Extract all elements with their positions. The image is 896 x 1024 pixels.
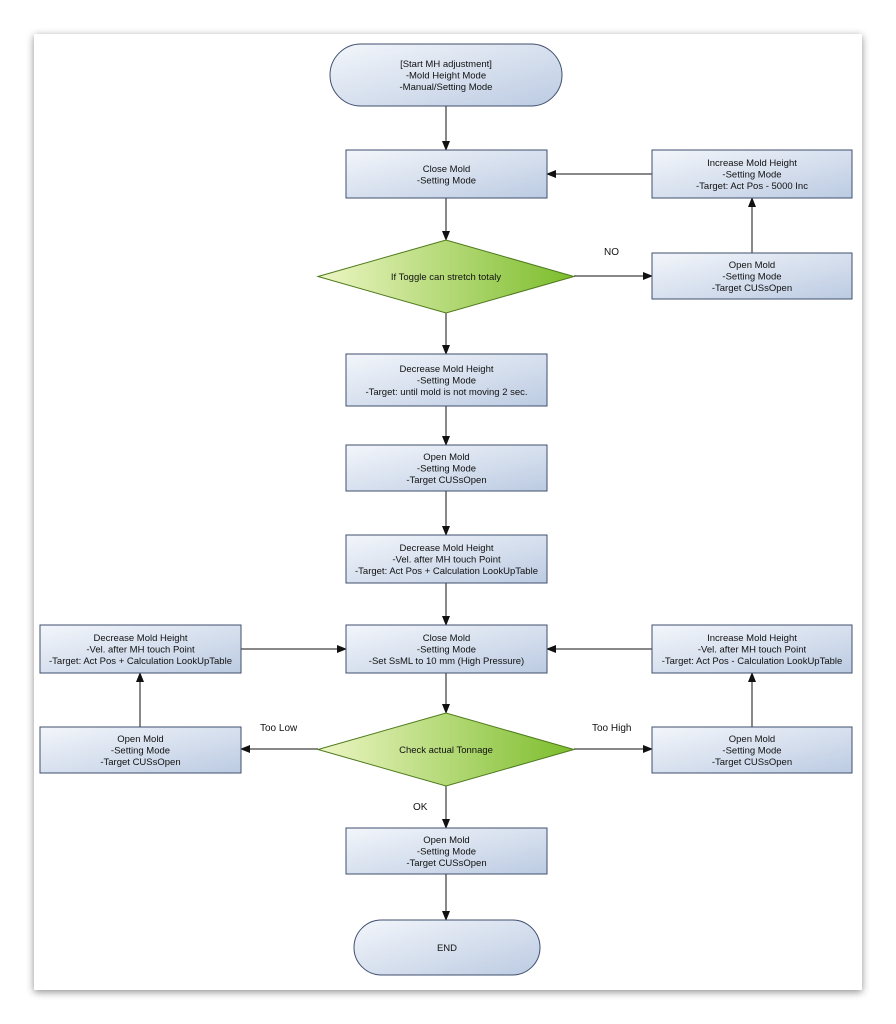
node-text-line: -Target: Act Pos - Calculation LookUpTab… (662, 656, 843, 667)
connector-arrows (136, 106, 756, 921)
node-text-line: -Target: Act Pos - 5000 Inc (696, 181, 808, 192)
process-box (651, 149, 853, 199)
node-text-line: Open Mold (117, 734, 163, 745)
node-decision-tonnage: Check actual Tonnage (316, 712, 576, 787)
process-box (345, 827, 548, 875)
node-text-line: -Vel. after MH touch Point (86, 645, 195, 656)
process-box (39, 624, 242, 674)
terminator-shape (353, 919, 541, 976)
process-box (651, 726, 853, 774)
node-decision-toggle: If Toggle can stretch totaly (316, 239, 576, 314)
node-text-line: Decrease Mold Height (94, 633, 188, 644)
node-text-line: -Mold Height Mode (406, 71, 486, 82)
node-text-line: Decrease Mold Height (400, 364, 494, 375)
node-text-line: -Target CUSsOpen (406, 858, 486, 869)
edge-label-too-low: Too Low (260, 723, 298, 734)
node-text-line: -Setting Mode (722, 272, 781, 283)
node-open-mold-right: Open Mold-Setting Mode-Target CUSsOpen (651, 726, 853, 774)
node-open-mold-left: Open Mold-Setting Mode-Target CUSsOpen (39, 726, 242, 774)
node-close-mold-1: Close Mold-Setting Mode (345, 149, 548, 199)
node-text-line: -Setting Mode (722, 746, 781, 757)
node-text-line: Open Mold (729, 734, 775, 745)
node-text-line: -Setting Mode (417, 175, 476, 186)
node-text-line: -Setting Mode (417, 464, 476, 475)
process-box (39, 726, 242, 774)
node-text-line: -Setting Mode (111, 746, 170, 757)
process-box (345, 624, 548, 674)
edge-label-ok: OK (413, 802, 428, 813)
edge-labels: NO Too Low Too High OK (260, 247, 631, 813)
node-text-line: -Setting Mode (722, 170, 781, 181)
process-box (651, 252, 853, 300)
process-box (651, 624, 853, 674)
node-decrease-mh-left: Decrease Mold Height-Vel. after MH touch… (39, 624, 242, 674)
process-box (345, 149, 548, 199)
node-text-line: -Setting Mode (417, 645, 476, 656)
decision-diamond (316, 712, 576, 787)
node-text-line: -Target CUSsOpen (712, 757, 792, 768)
edge-label-no: NO (604, 247, 619, 258)
node-text-line: Close Mold (423, 633, 471, 644)
node-text-line: -Target CUSsOpen (406, 475, 486, 486)
node-text-line: -Target CUSsOpen (712, 283, 792, 294)
node-text-line: Open Mold (729, 260, 775, 271)
process-box (345, 444, 548, 492)
node-text-line: Increase Mold Height (707, 158, 797, 169)
node-text-line: END (437, 943, 457, 954)
process-box (345, 353, 548, 407)
node-text-line: -Setting Mode (417, 847, 476, 858)
node-close-mold-2: Close Mold-Setting Mode-Set SsML to 10 m… (345, 624, 548, 674)
node-open-mold-2: Open Mold-Setting Mode-Target CUSsOpen (345, 444, 548, 492)
node-text-line: -Vel. after MH touch Point (698, 645, 807, 656)
node-start: [Start MH adjustment]-Mold Height Mode-M… (329, 43, 563, 107)
node-text-line: -Target CUSsOpen (100, 757, 180, 768)
node-text-line: Check actual Tonnage (399, 745, 493, 756)
node-text-line: Decrease Mold Height (400, 543, 494, 554)
node-text-line: -Vel. after MH touch Point (392, 555, 501, 566)
node-text-line: -Target: until mold is not moving 2 sec. (365, 387, 527, 398)
node-open-mold-r1: Open Mold-Setting Mode-Target CUSsOpen (651, 252, 853, 300)
node-text-line: -Setting Mode (417, 376, 476, 387)
node-decrease-mh-1: Decrease Mold Height-Setting Mode-Target… (345, 353, 548, 407)
node-text-line: Close Mold (423, 164, 471, 175)
node-text-line: -Manual/Setting Mode (400, 82, 493, 93)
node-open-mold-final: Open Mold-Setting Mode-Target CUSsOpen (345, 827, 548, 875)
edge-label-too-high: Too High (592, 723, 631, 734)
node-text-line: [Start MH adjustment] (400, 59, 492, 70)
node-end: END (353, 919, 541, 976)
decision-diamond (316, 239, 576, 314)
node-text-line: -Target: Act Pos + Calculation LookUpTab… (355, 566, 538, 577)
node-text-line: If Toggle can stretch totaly (391, 272, 501, 283)
node-text-line: Open Mold (423, 452, 469, 463)
node-increase-mh-1: Increase Mold Height-Setting Mode-Target… (651, 149, 853, 199)
flowchart-nodes: [Start MH adjustment]-Mold Height Mode-M… (39, 43, 853, 976)
node-text-line: -Target: Act Pos + Calculation LookUpTab… (49, 656, 232, 667)
terminator-shape (329, 43, 563, 107)
node-text-line: Increase Mold Height (707, 633, 797, 644)
node-text-line: -Set SsML to 10 mm (High Pressure) (369, 656, 524, 667)
process-box (345, 534, 548, 584)
node-text-line: Open Mold (423, 835, 469, 846)
node-decrease-mh-2: Decrease Mold Height-Vel. after MH touch… (345, 534, 548, 584)
node-increase-mh-right: Increase Mold Height-Vel. after MH touch… (651, 624, 853, 674)
